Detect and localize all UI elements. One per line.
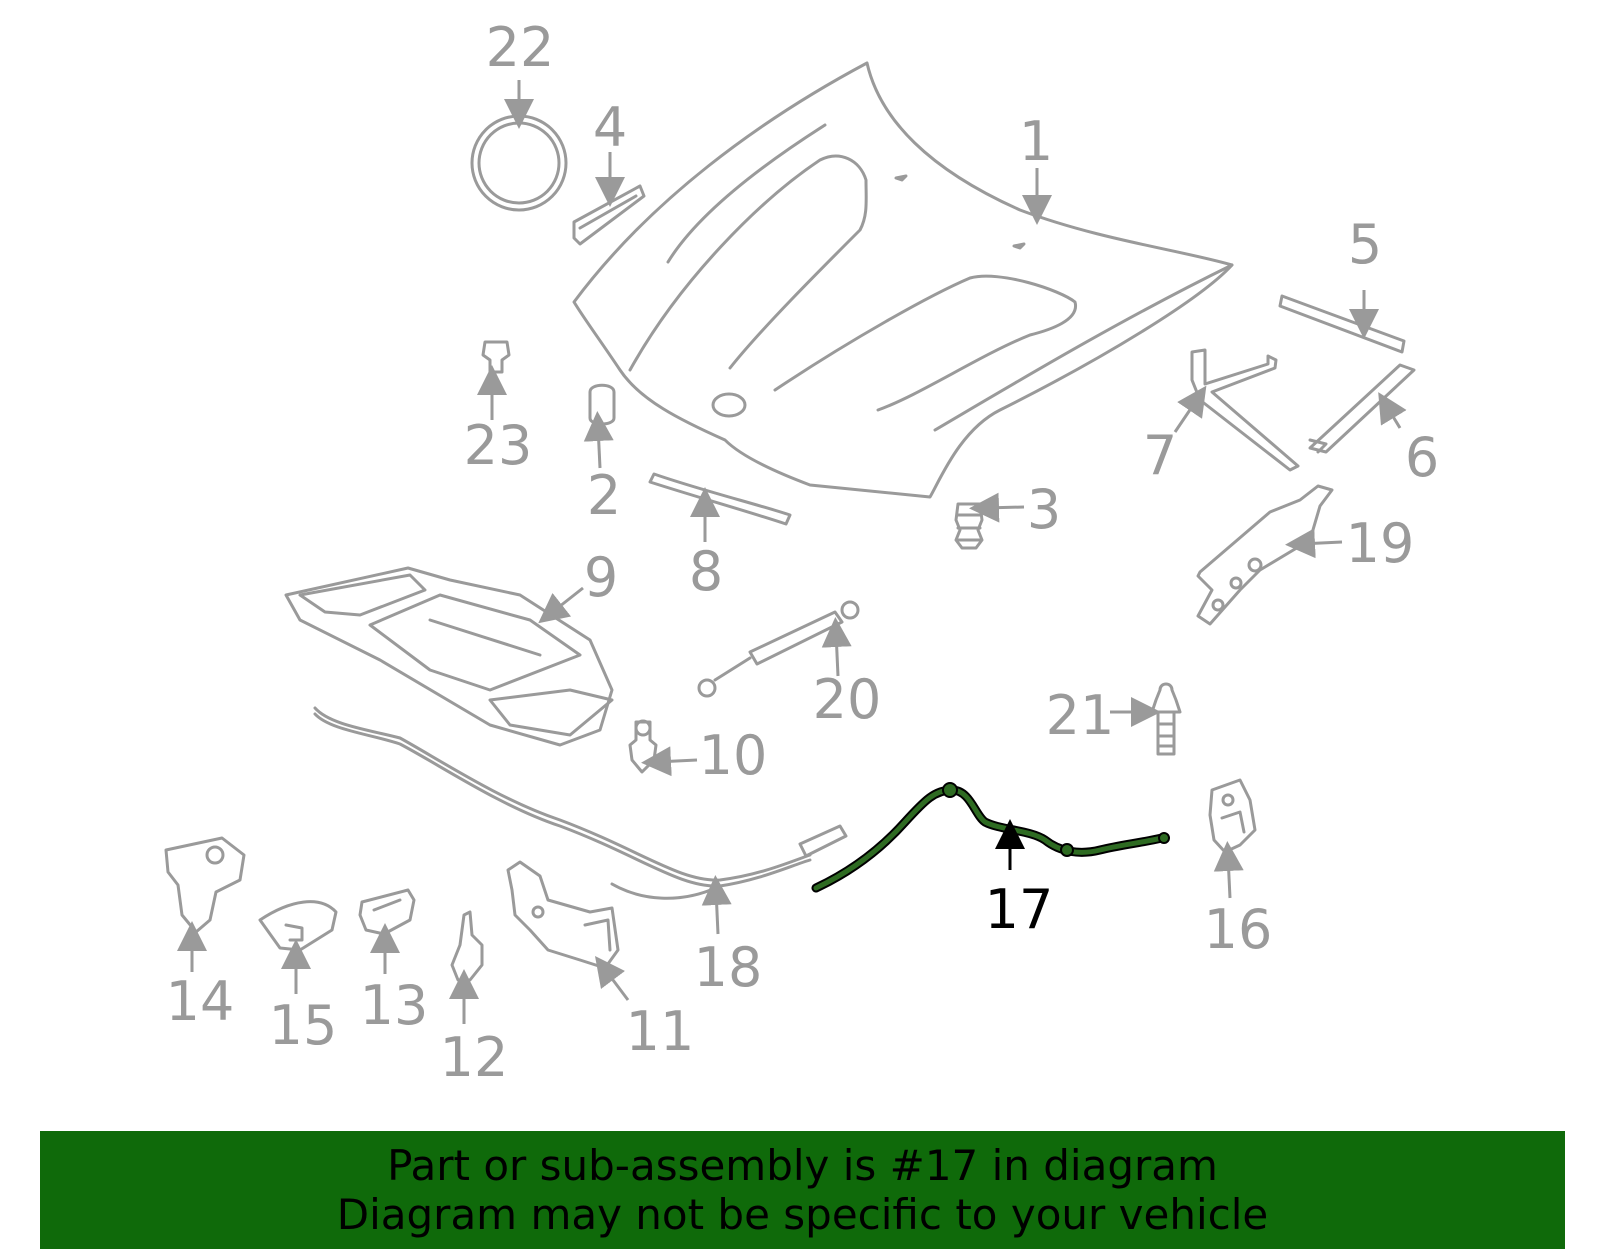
callout-13: 13 — [360, 974, 429, 1037]
leader-lines — [177, 80, 1407, 1024]
callout-9: 9 — [584, 546, 618, 609]
banner-line-1: Part or sub-assembly is #17 in diagram — [387, 1141, 1218, 1190]
callout-23: 23 — [464, 414, 533, 477]
part-3-buffer — [954, 502, 984, 550]
part-1-hood — [572, 61, 1234, 499]
callout-3: 3 — [1027, 478, 1061, 541]
callout-12: 12 — [440, 1026, 509, 1089]
callout-14: 14 — [166, 970, 235, 1033]
callout-20: 20 — [813, 668, 882, 731]
callout-17: 17 — [985, 878, 1054, 941]
callout-21: 21 — [1046, 684, 1115, 747]
callout-10: 10 — [699, 724, 768, 787]
part-11-latch — [506, 860, 620, 970]
part-2-bumper — [588, 383, 616, 426]
part-4-strip — [572, 184, 646, 246]
part-16-bracket — [1208, 778, 1257, 854]
part-22-ring — [470, 114, 568, 212]
part-21-stud — [1150, 682, 1182, 756]
part-7-bracket — [1190, 348, 1300, 472]
callout-2: 2 — [587, 464, 621, 527]
part-9-pad — [284, 566, 614, 747]
part-23-clip — [481, 340, 511, 374]
callout-5: 5 — [1348, 213, 1382, 276]
callout-1: 1 — [1019, 110, 1053, 173]
part-6-strip — [1308, 363, 1416, 454]
callout-15: 15 — [269, 994, 338, 1057]
part-14-mount — [164, 836, 246, 934]
callout-22: 22 — [486, 16, 555, 79]
banner-line-2: Diagram may not be specific to your vehi… — [336, 1190, 1269, 1239]
callout-6: 6 — [1405, 426, 1439, 489]
part-13-guide — [358, 888, 416, 936]
info-banner: Part or sub-assembly is #17 in diagram D… — [40, 1131, 1565, 1249]
callout-8: 8 — [689, 540, 723, 603]
part-15-plate — [258, 900, 338, 952]
callout-18: 18 — [694, 936, 763, 999]
callout-7: 7 — [1143, 424, 1177, 487]
part-12-hook — [450, 910, 484, 982]
callout-11: 11 — [626, 1000, 695, 1063]
part-8-seal — [648, 472, 792, 526]
callout-4: 4 — [593, 96, 627, 159]
part-17-cable-highlighted — [811, 782, 1170, 893]
part-10-clip — [628, 719, 658, 774]
callout-19: 19 — [1346, 512, 1415, 575]
callout-labels: 22 4 1 5 6 7 23 2 8 3 19 9 20 21 10 17 1… — [166, 16, 1440, 1089]
part-5-rod — [1278, 294, 1406, 354]
callout-16: 16 — [1204, 898, 1273, 961]
part-19-hinge — [1196, 484, 1334, 626]
